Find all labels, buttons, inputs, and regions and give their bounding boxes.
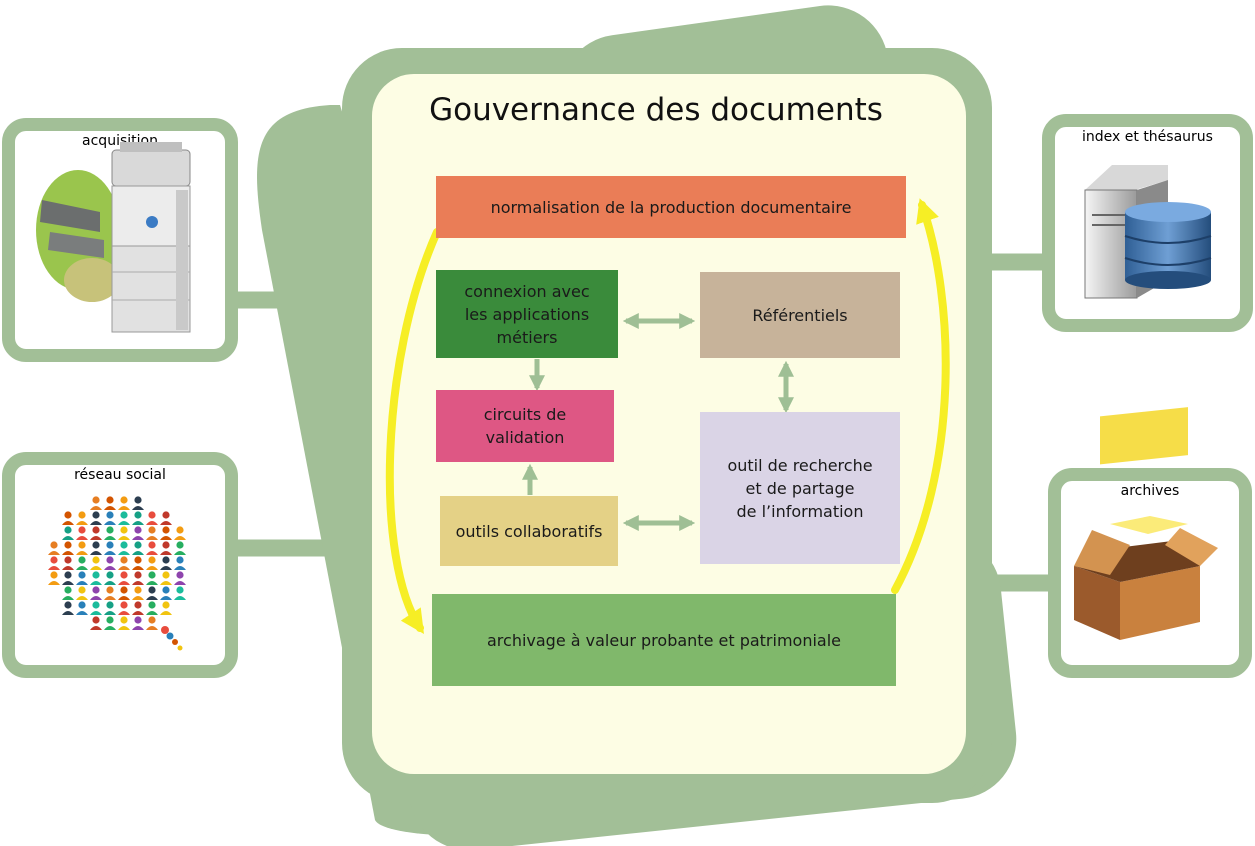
box-outil-recherche: outil de recherche et de partage de l’in… [700, 412, 900, 564]
panel-index-thesaurus: index et thésaurus [1042, 114, 1253, 332]
panel-archives: archives [1048, 468, 1252, 678]
flow-arrows [385, 198, 950, 635]
box-connexion-label: connexion avec les applications métiers [464, 281, 590, 347]
box-referentiels-label: Référentiels [752, 305, 848, 325]
flow-arrow-down [385, 228, 441, 635]
panel-acquisition-title: acquisition [82, 133, 158, 149]
box-connexion: connexion avec les applications métiers [436, 270, 618, 358]
box-circuits: circuits de validation [436, 390, 614, 462]
box-outils-collaboratifs-label: outils collaboratifs [455, 521, 603, 541]
box-outils-collaboratifs: outils collaboratifs [440, 496, 618, 566]
panel-reseau-social-title: réseau social [74, 467, 166, 483]
flow-arrow-up [891, 198, 950, 594]
panel-acquisition: acquisition [2, 118, 238, 362]
link-arrows [521, 312, 795, 532]
panel-reseau-social: réseau social [2, 452, 238, 678]
panel-index-thesaurus-title: index et thésaurus [1082, 129, 1213, 145]
box-outil-recherche-label: outil de recherche et de partage de l’in… [727, 455, 873, 521]
box-circuits-label: circuits de validation [483, 405, 567, 447]
box-archivage: archivage à valeur probante et patrimoni… [432, 594, 896, 686]
panel-archives-title: archives [1120, 483, 1180, 499]
box-referentiels: Référentiels [700, 272, 900, 358]
box-normalisation: normalisation de la production documenta… [436, 176, 906, 238]
box-normalisation-label: normalisation de la production documenta… [490, 197, 852, 217]
box-archivage-label: archivage à valeur probante et patrimoni… [486, 630, 842, 650]
diagram-title: Gouvernance des documents [429, 92, 883, 128]
